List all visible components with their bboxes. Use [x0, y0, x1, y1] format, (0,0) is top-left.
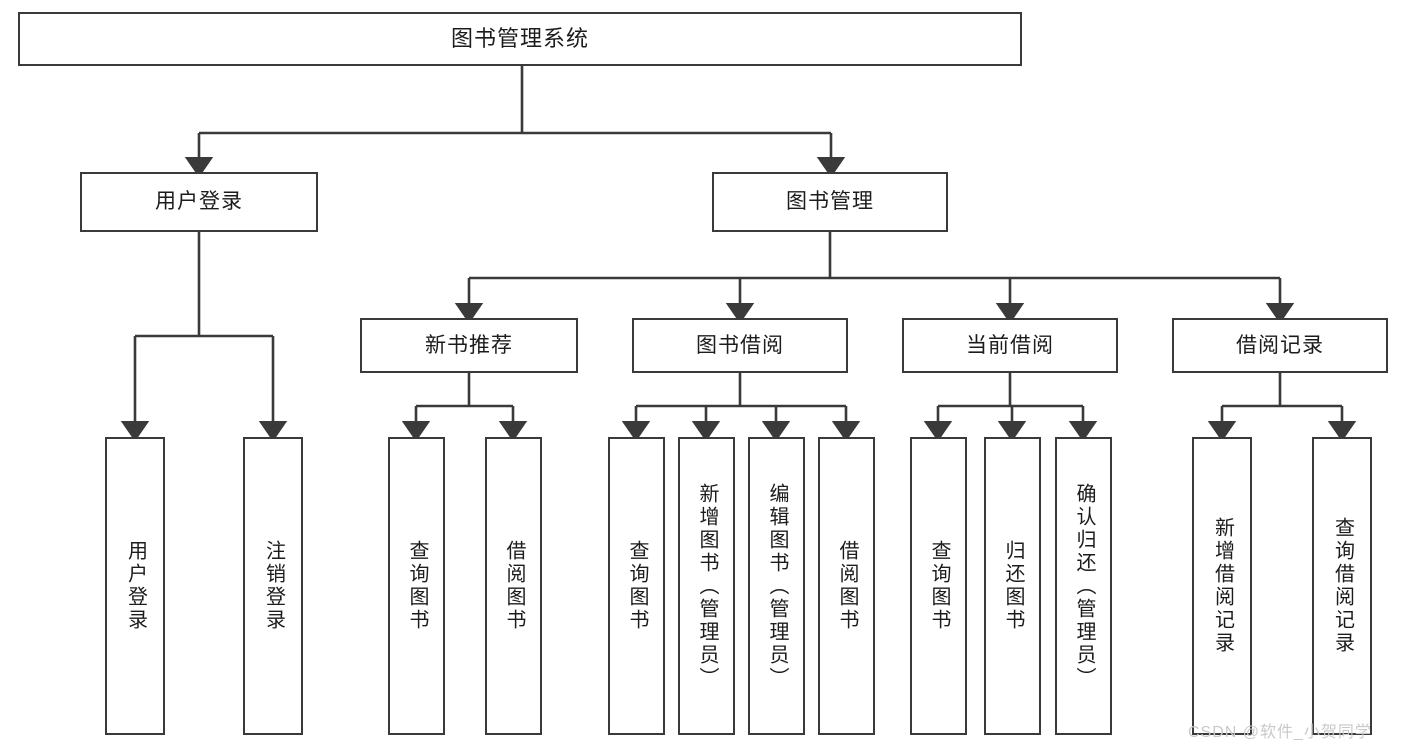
node-leaf-query-borrow-record[interactable]: 查询借阅记录 [1312, 437, 1372, 735]
node-leaf-query-book-recommend[interactable]: 查询图书 [388, 437, 445, 735]
csdn-watermark: CSDN @软件_小贺同学 [1188, 724, 1372, 741]
node-level3-current-borrow[interactable]: 当前借阅 [902, 318, 1118, 373]
node-level3-book-borrow[interactable]: 图书借阅 [632, 318, 848, 373]
node-leaf-add-book-admin[interactable]: 新增图书（管理员） [678, 437, 735, 735]
node-level2-user-login[interactable]: 用户登录 [80, 172, 318, 232]
node-leaf-confirm-return-admin[interactable]: 确认归还（管理员） [1055, 437, 1112, 735]
node-leaf-query-book-borrow[interactable]: 查询图书 [608, 437, 665, 735]
node-level3-borrow-record[interactable]: 借阅记录 [1172, 318, 1388, 373]
node-leaf-borrow-book[interactable]: 借阅图书 [818, 437, 875, 735]
node-root[interactable]: 图书管理系统 [18, 12, 1022, 66]
node-leaf-edit-book-admin[interactable]: 编辑图书（管理员） [748, 437, 805, 735]
node-leaf-user-login[interactable]: 用户登录 [105, 437, 165, 735]
node-leaf-borrow-book-recommend[interactable]: 借阅图书 [485, 437, 542, 735]
node-level2-book-management[interactable]: 图书管理 [712, 172, 948, 232]
node-leaf-query-book-current[interactable]: 查询图书 [910, 437, 967, 735]
node-leaf-add-borrow-record[interactable]: 新增借阅记录 [1192, 437, 1252, 735]
node-level3-new-book-recommend[interactable]: 新书推荐 [360, 318, 578, 373]
node-leaf-logout[interactable]: 注销登录 [243, 437, 303, 735]
node-leaf-return-book[interactable]: 归还图书 [984, 437, 1041, 735]
